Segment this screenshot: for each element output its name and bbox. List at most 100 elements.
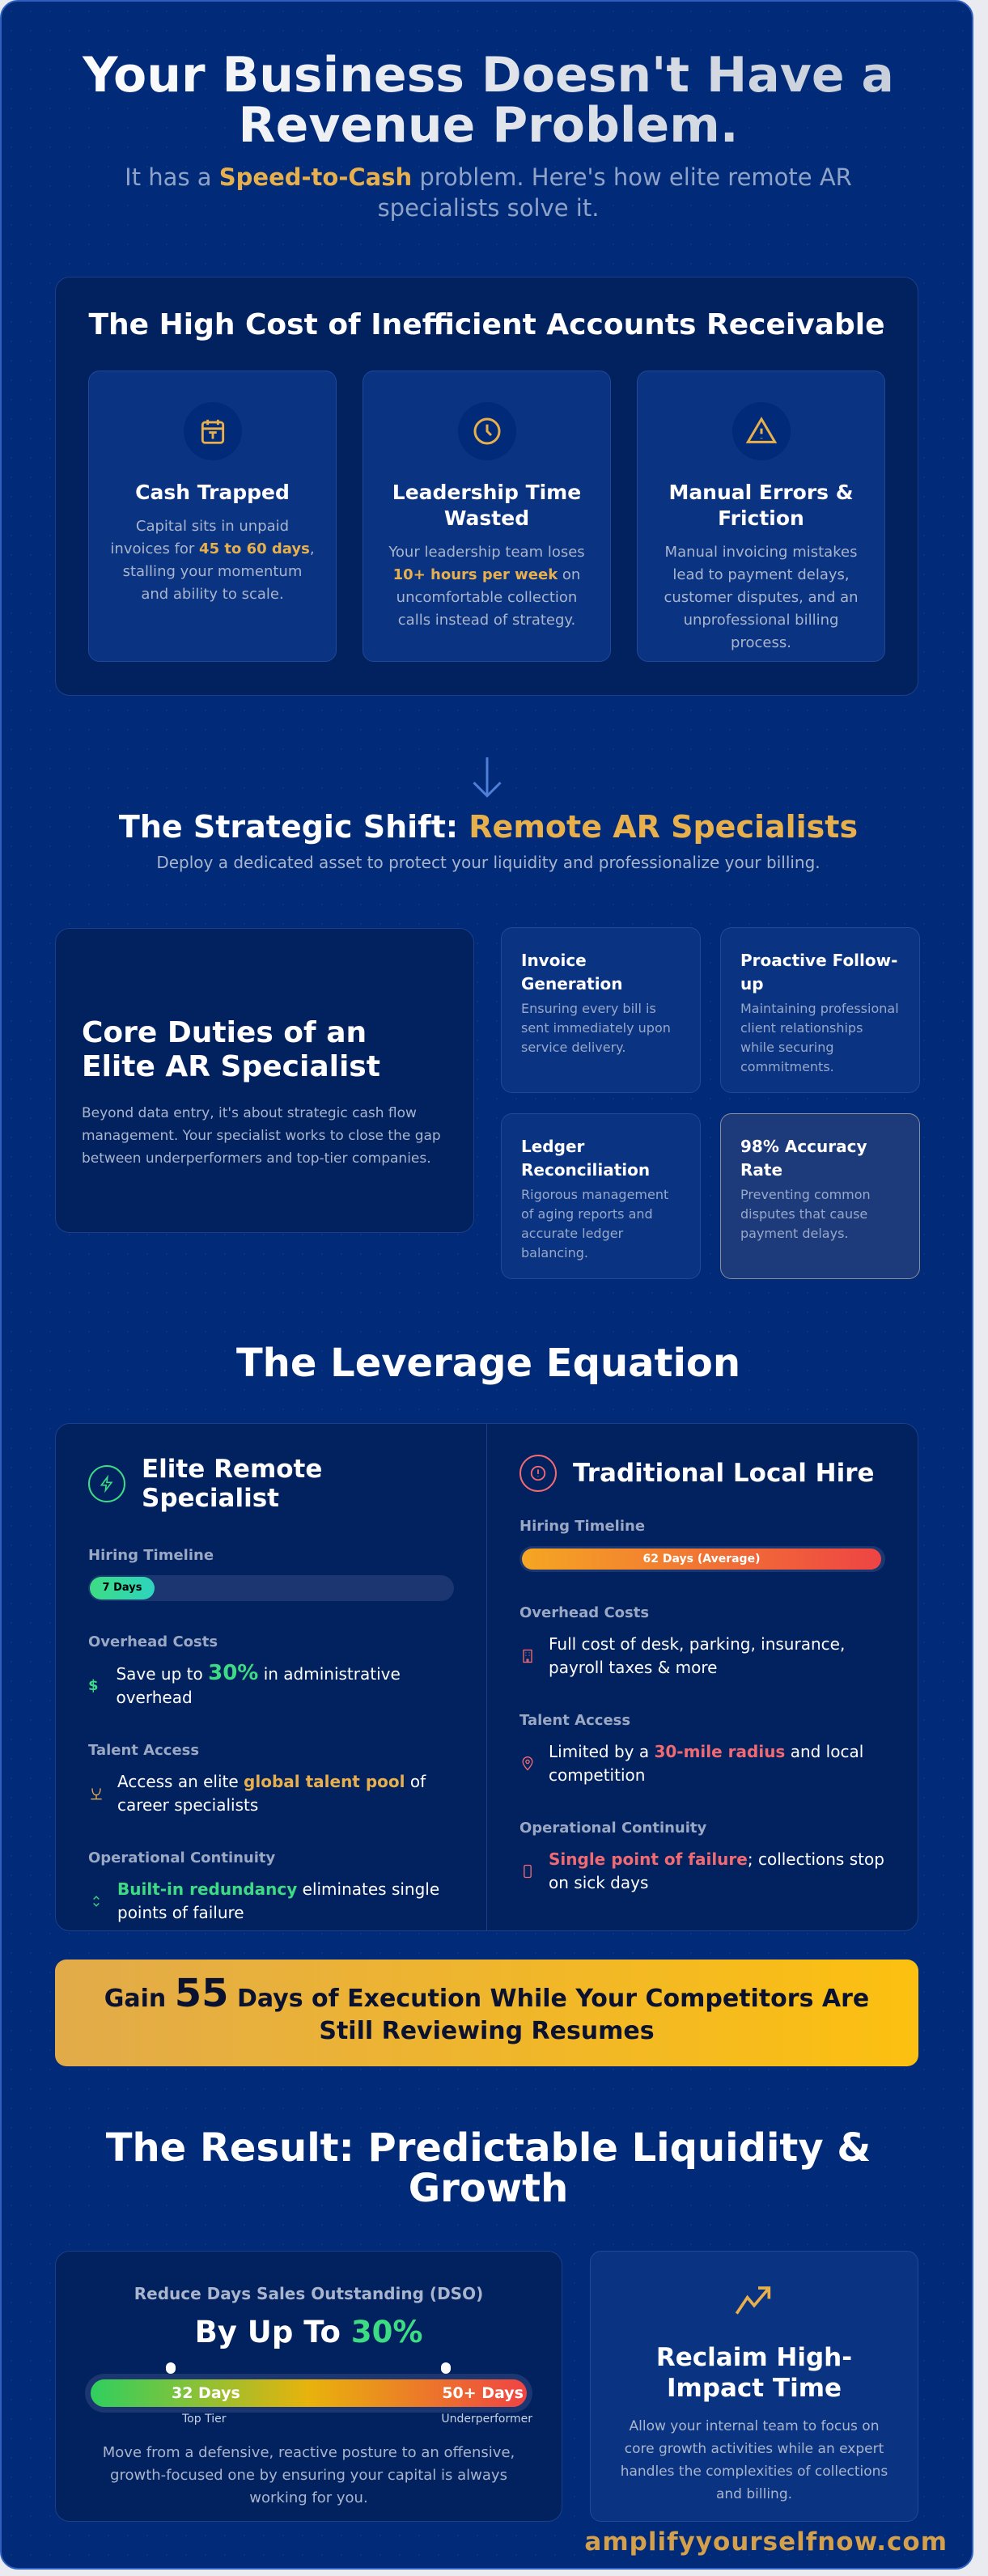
warning-icon — [731, 402, 791, 460]
underperformer-value: 50+ Days — [442, 2384, 524, 2402]
reclaim-title: Reclaim High-Impact Time — [655, 2343, 853, 2403]
duty-title: Invoice Generation — [521, 951, 623, 994]
duties-intro: Core Duties of an Elite AR Specialist Be… — [55, 928, 474, 1233]
map-pin-icon — [522, 1756, 533, 1771]
highlight: Remote AR Specialists — [469, 809, 859, 845]
globe-talent-icon — [91, 1788, 102, 1800]
dollar-icon: $ — [88, 1677, 99, 1694]
cost-card: Leadership Time Wasted Your leadership t… — [363, 371, 611, 662]
highlight: 10+ hours per week — [392, 566, 558, 583]
talent-text: Access an elite global talent pool of ca… — [117, 1770, 454, 1817]
text: ; collections stop on sick days — [549, 1849, 884, 1892]
overhead-text: Save up to 30% in administrative overhea… — [116, 1662, 454, 1710]
hero-subtitle: It has a Speed-to-Cash problem. Here's h… — [84, 162, 893, 223]
timeline-value: 7 Days — [102, 1582, 142, 1594]
hero: Your Business Doesn't Have a Revenue Pro… — [2, 50, 972, 223]
local-title: Traditional Local Hire — [573, 1459, 875, 1488]
text: and local competition — [549, 1742, 864, 1785]
label: Operational Continuity — [88, 1849, 276, 1866]
card-desc: Capital sits in unpaid invoices for 45 t… — [110, 515, 315, 606]
card-title: Cash Trapped — [135, 481, 290, 504]
label: Overhead Costs — [88, 1633, 218, 1650]
alert-icon — [519, 1455, 557, 1492]
elite-timeline-bar: 7 Days — [88, 1575, 454, 1601]
cost-title: The High Cost of Inefficient Accounts Re… — [88, 308, 885, 341]
marker-dot — [441, 2362, 451, 2374]
local-timeline-fill: 62 Days (Average) — [522, 1549, 881, 1570]
cost-card: Manual Errors & Friction Manual invoicin… — [637, 371, 885, 662]
phone-icon — [524, 1864, 532, 1879]
text: Your leadership team loses — [388, 544, 585, 561]
text: , stalling your momentum and ability to … — [122, 540, 315, 603]
text: Days of Execution While Your Competitors… — [228, 1985, 870, 2045]
top-tier-caption: Top Tier — [182, 2413, 227, 2426]
result-title: The Result: Predictable Liquidity & Grow… — [105, 2125, 871, 2211]
leverage-title: The Leverage Equation — [235, 1341, 741, 1386]
elite-column: Elite Remote Specialist Hiring Timeline … — [56, 1424, 487, 1930]
label: Overhead Costs — [519, 1604, 650, 1621]
text: The Strategic Shift: — [118, 809, 469, 845]
label: Hiring Timeline — [88, 1547, 214, 1564]
cost-card: Cash Trapped Capital sits in unpaid invo… — [88, 371, 337, 662]
dso-label: Reduce Days Sales Outstanding (DSO) — [134, 2284, 484, 2303]
text: Manual invoicing mistakes lead to paymen… — [664, 544, 859, 651]
duty-title: Proactive Follow-up — [740, 951, 898, 994]
calendar-icon — [183, 402, 242, 460]
text: Save up to — [116, 1664, 209, 1684]
elite-timeline-fill: 7 Days — [90, 1577, 155, 1599]
cost-section: The High Cost of Inefficient Accounts Re… — [55, 277, 918, 696]
duty-desc: Rigorous management of aging reports and… — [521, 1187, 669, 1260]
hero-title: Your Business Doesn't Have a Revenue Pro… — [50, 50, 927, 150]
continuity-text: Built-in redundancy eliminates single po… — [117, 1878, 454, 1925]
clock-icon — [457, 402, 516, 460]
duties-title: Core Duties of an Elite AR Specialist — [82, 1016, 380, 1083]
card-title: Manual Errors & Friction — [668, 481, 854, 530]
highlight: 30% — [208, 1661, 259, 1685]
building-icon — [523, 1649, 532, 1663]
text: problem. Here's how elite remote AR spec… — [377, 163, 852, 222]
top-tier-value: 32 Days — [172, 2384, 240, 2402]
reclaim-desc: Allow your internal team to focus on cor… — [620, 2418, 888, 2502]
highlight: global talent pool — [244, 1772, 405, 1791]
elite-title: Elite Remote Specialist — [142, 1455, 323, 1513]
label: Talent Access — [519, 1712, 631, 1729]
local-timeline-bar: 62 Days (Average) — [519, 1546, 885, 1572]
duty-title: Ledger Reconciliation — [521, 1137, 651, 1180]
highlight: Built-in redundancy — [117, 1879, 298, 1899]
highlight: 45 to 60 days — [199, 540, 310, 557]
reclaim-card: Reclaim High-Impact Time Allow your inte… — [590, 2251, 918, 2522]
text: on uncomfortable collection calls instea… — [396, 566, 581, 629]
continuity-text: Single point of failure; collections sto… — [549, 1848, 885, 1895]
chevrons-icon — [93, 1896, 100, 1907]
marker-dot — [166, 2362, 176, 2374]
highlight: Speed-to-Cash — [218, 163, 413, 191]
highlight: 30-mile radius — [654, 1742, 786, 1761]
gain-banner: Gain 55 Days of Execution While Your Com… — [55, 1960, 918, 2066]
text: eliminates single points of failure — [117, 1879, 440, 1922]
lightning-icon — [88, 1465, 125, 1502]
duty-desc: Maintaining professional client relation… — [740, 1001, 899, 1074]
text: Gain — [104, 1985, 175, 2013]
local-column: Traditional Local Hire Hiring Timeline 6… — [487, 1424, 918, 1930]
text: in administrative overhead — [116, 1664, 401, 1707]
duty-desc: Preventing common disputes that cause pa… — [740, 1187, 871, 1241]
text: Access an elite — [117, 1772, 244, 1791]
text: of career specialists — [117, 1772, 426, 1815]
trending-up-icon — [618, 2284, 890, 2320]
comparison: Elite Remote Specialist Hiring Timeline … — [55, 1423, 918, 1931]
talent-text: Limited by a 30-mile radius and local co… — [549, 1740, 885, 1787]
text: Capital sits in unpaid invoices for — [110, 518, 290, 557]
label: Hiring Timeline — [519, 1518, 646, 1535]
card-desc: Your leadership team loses 10+ hours per… — [384, 541, 589, 632]
footer-brand: amplifyyourselfnow.com — [584, 2527, 948, 2557]
dso-card: Reduce Days Sales Outstanding (DSO) By U… — [55, 2251, 562, 2522]
timeline-value: 62 Days (Average) — [642, 1553, 761, 1566]
label: Operational Continuity — [519, 1820, 707, 1837]
arrow-down-icon — [469, 754, 505, 803]
highlight: Single point of failure — [549, 1849, 748, 1869]
duty-title: 98% Accuracy Rate — [740, 1137, 867, 1180]
dso-desc: Move from a defensive, reactive posture … — [102, 2444, 515, 2506]
